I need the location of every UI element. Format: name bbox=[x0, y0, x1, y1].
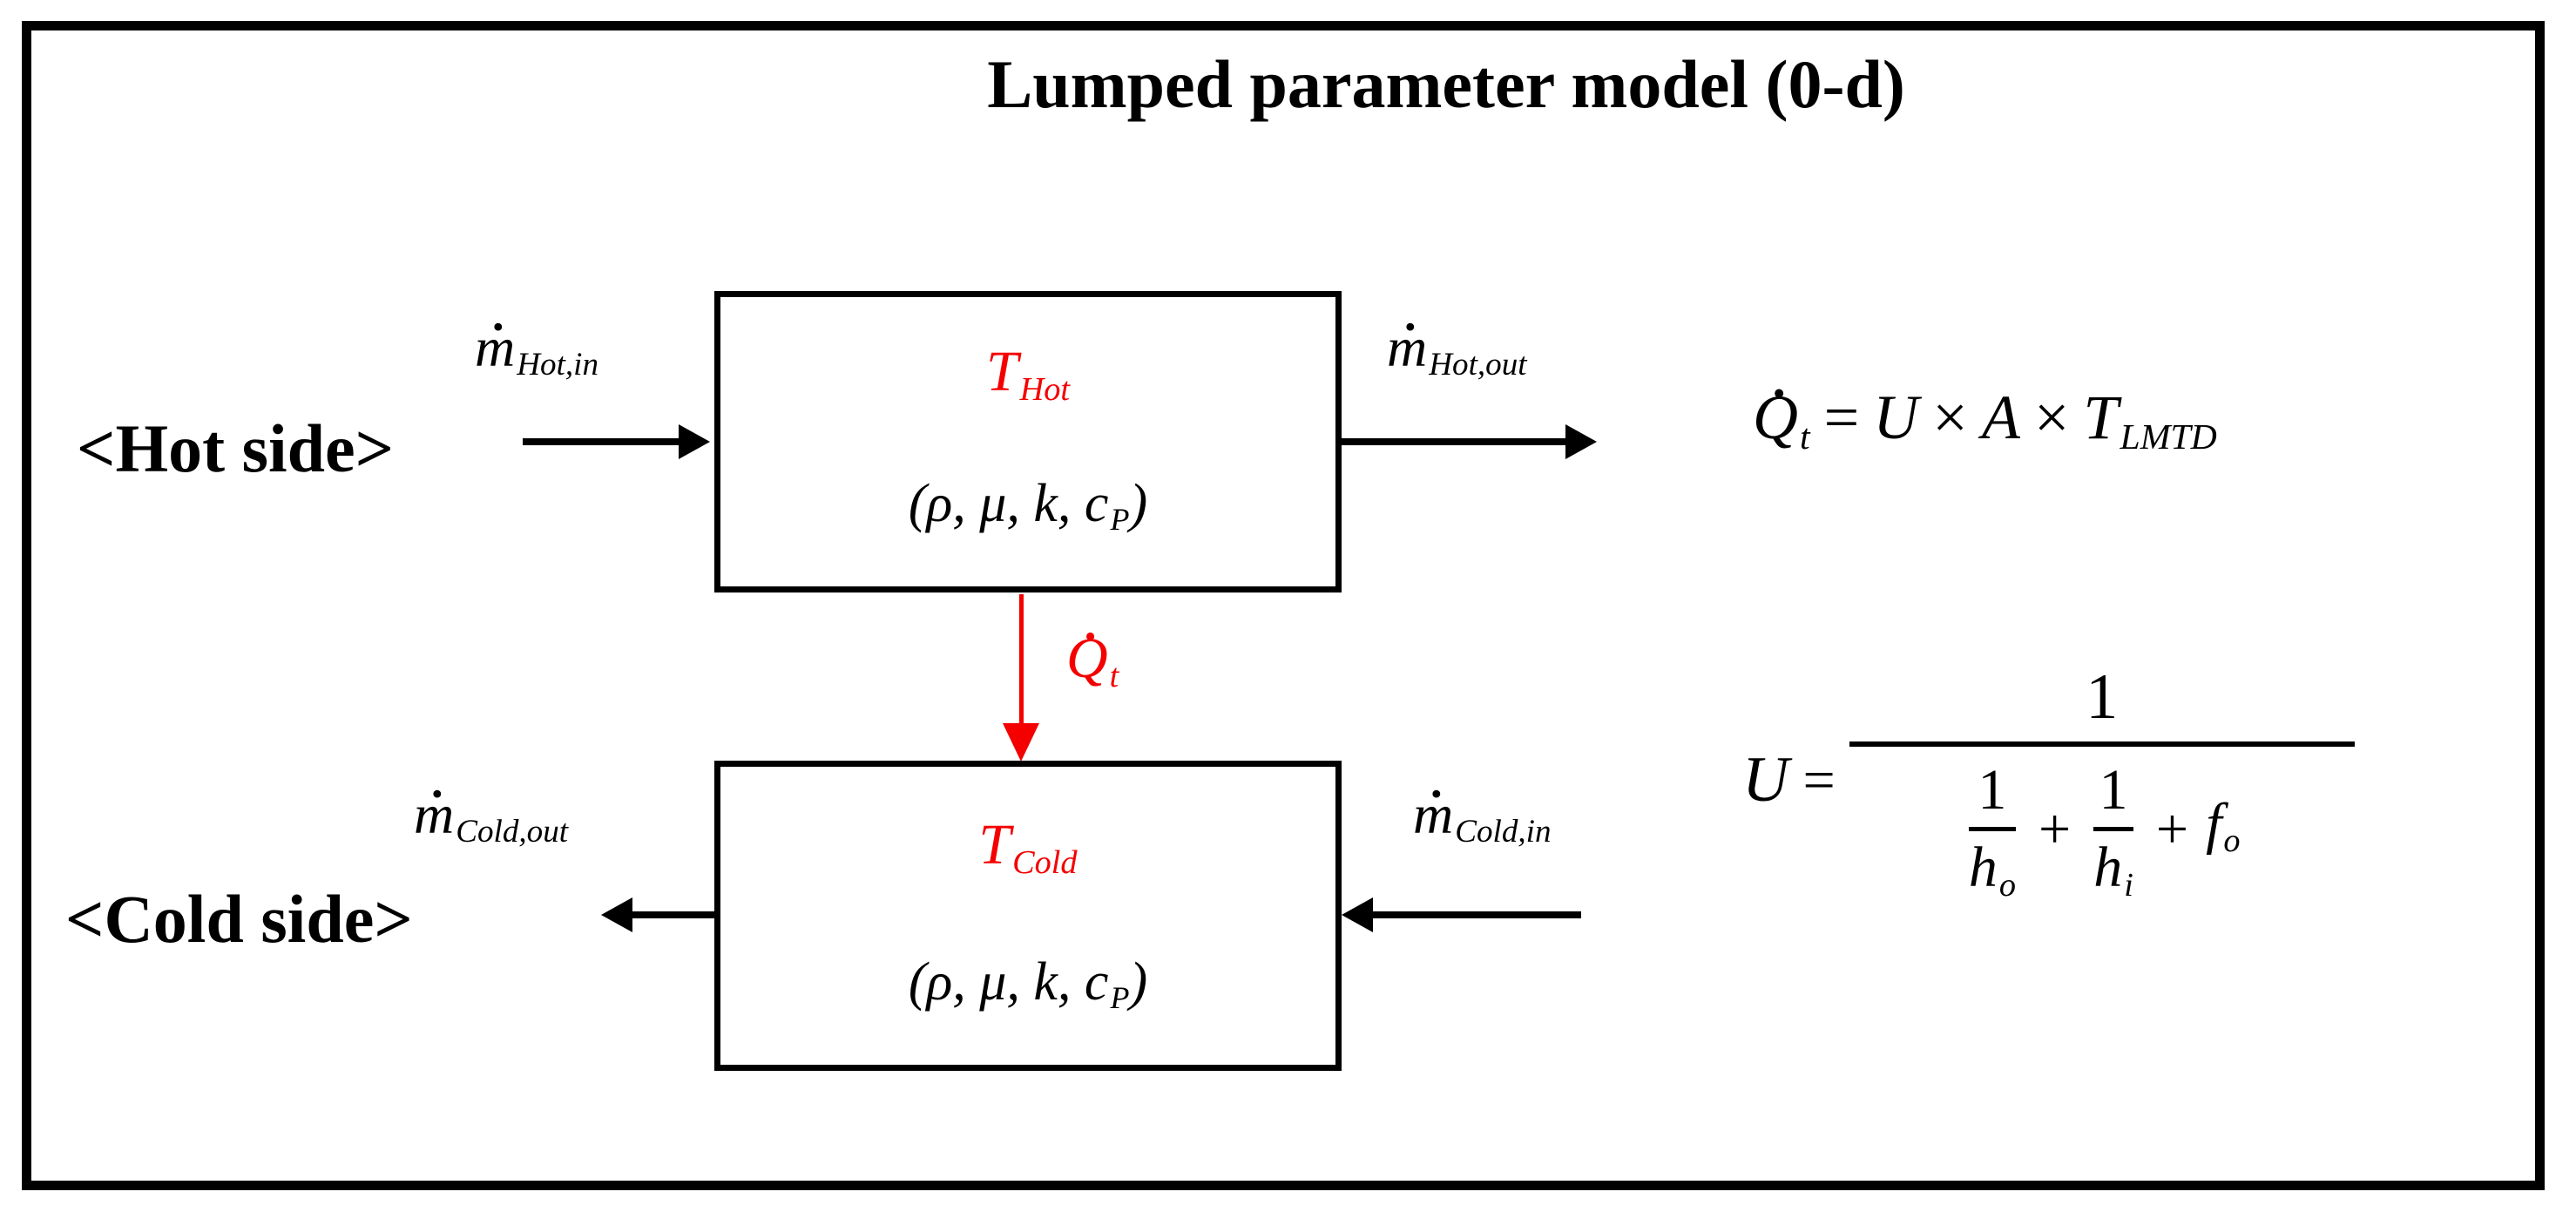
equals-sign: = bbox=[1823, 383, 1860, 452]
heat-flow-arrow bbox=[1019, 594, 1024, 727]
hot-temperature-label: THot bbox=[985, 340, 1071, 408]
equation-overall-coefficient: U = 1 1 ho + 1 hi + fo bbox=[1742, 660, 2355, 904]
hot-inlet-arrow bbox=[523, 438, 681, 445]
cold-inlet-arrow bbox=[1373, 911, 1581, 918]
page-title: Lumped parameter model (0-d) bbox=[987, 46, 1905, 122]
fouling-factor-symbol: fo bbox=[2206, 791, 2241, 860]
hot-properties-label: (ρ, μ, k, cP) bbox=[908, 474, 1148, 538]
h-outer-fraction: 1 ho bbox=[1968, 758, 2016, 904]
hot-side-label: <Hot side> bbox=[77, 410, 395, 486]
fraction-bar bbox=[2093, 826, 2133, 831]
hot-box: THot (ρ, μ, k, cP) bbox=[714, 291, 1342, 592]
fraction-numerator: 1 bbox=[2086, 661, 2119, 733]
q-dot-symbol: ·Q bbox=[1753, 364, 1798, 452]
t-lmtd-symbol: TLMTD bbox=[2083, 383, 2217, 457]
equation-heat-transfer: ·Qt=U×A×TLMTD bbox=[1753, 364, 2217, 457]
heat-flow-label: ·Qt bbox=[1066, 609, 1119, 694]
m-dot-symbol: ·m bbox=[414, 767, 455, 845]
cold-side-label: <Cold side> bbox=[65, 881, 413, 957]
h-inner-fraction: 1 hi bbox=[2093, 758, 2133, 904]
plus-sign: + bbox=[2155, 796, 2189, 861]
heat-flow-arrowhead bbox=[1003, 723, 1039, 762]
cold-inlet-flow-label: ·mCold,in bbox=[1413, 767, 1552, 850]
q-dot-symbol: ·Q bbox=[1066, 609, 1108, 690]
fraction-bar bbox=[1849, 741, 2355, 748]
cold-box: TCold (ρ, μ, k, cP) bbox=[714, 761, 1342, 1071]
multiply-sign: × bbox=[1932, 383, 1968, 452]
fraction-bar bbox=[1968, 826, 2016, 831]
u-symbol: U bbox=[1742, 744, 1789, 816]
u-symbol: U bbox=[1873, 383, 1919, 452]
m-dot-symbol: ·m bbox=[1413, 767, 1454, 845]
m-dot-symbol: ·m bbox=[1387, 300, 1428, 378]
hot-inlet-flow-label: ·mHot,in bbox=[475, 300, 599, 383]
plus-sign: + bbox=[2038, 796, 2072, 861]
cold-outlet-arrowhead bbox=[601, 897, 632, 932]
multiply-sign: × bbox=[2033, 383, 2070, 452]
cold-properties-label: (ρ, μ, k, cP) bbox=[908, 952, 1148, 1016]
equals-sign: = bbox=[1802, 748, 1836, 812]
cold-outlet-arrow bbox=[632, 911, 716, 918]
hot-inlet-arrowhead bbox=[679, 424, 710, 459]
hot-outlet-flow-label: ·mHot,out bbox=[1387, 300, 1527, 383]
outer-border-frame bbox=[22, 21, 2545, 1190]
hot-outlet-arrowhead bbox=[1565, 424, 1597, 459]
hot-outlet-arrow bbox=[1342, 438, 1568, 445]
fraction-denominator: 1 ho + 1 hi + fo bbox=[1946, 752, 2258, 904]
m-dot-symbol: ·m bbox=[475, 300, 516, 378]
main-fraction: 1 1 ho + 1 hi + fo bbox=[1849, 660, 2355, 904]
cold-temperature-label: TCold bbox=[978, 813, 1078, 881]
a-symbol: A bbox=[1981, 383, 2020, 452]
cold-outlet-flow-label: ·mCold,out bbox=[414, 767, 569, 850]
cold-inlet-arrowhead bbox=[1342, 897, 1373, 932]
